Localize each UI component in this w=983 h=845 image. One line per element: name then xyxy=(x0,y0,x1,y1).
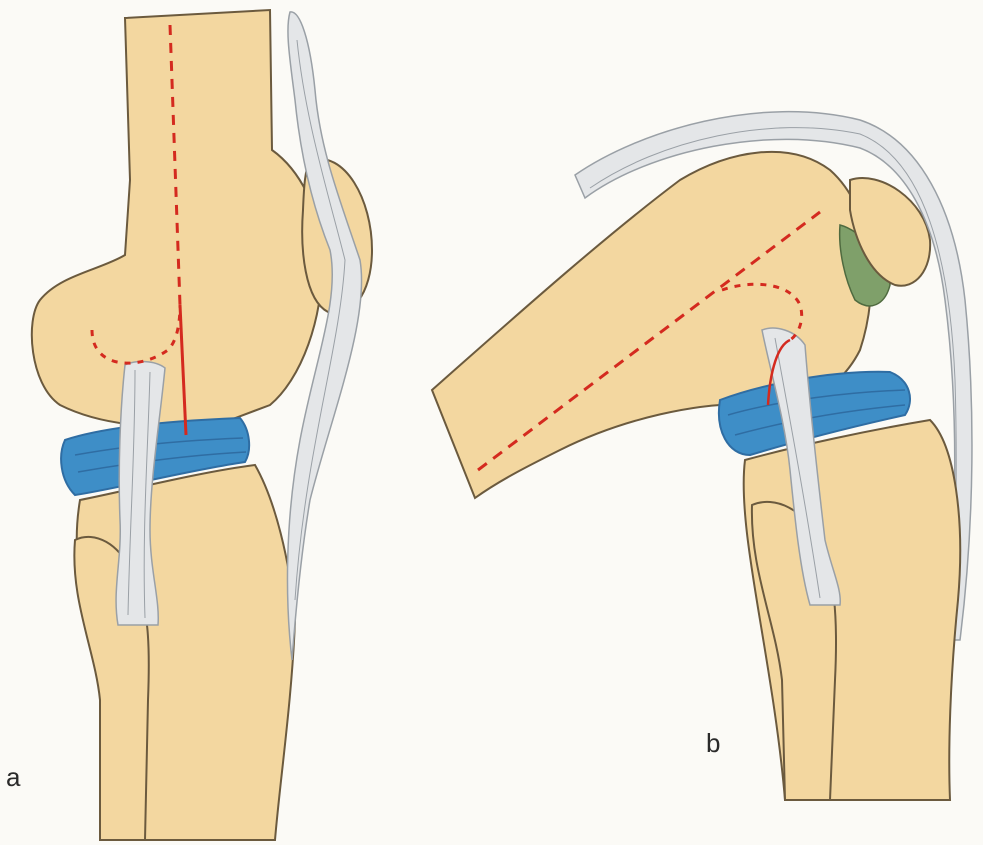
panel-label-a: a xyxy=(6,762,20,793)
panel-a-knee-extended xyxy=(32,10,372,840)
panel-label-b: b xyxy=(706,728,720,759)
panel-b-knee-flexed xyxy=(432,112,972,800)
femur-a xyxy=(32,10,322,426)
